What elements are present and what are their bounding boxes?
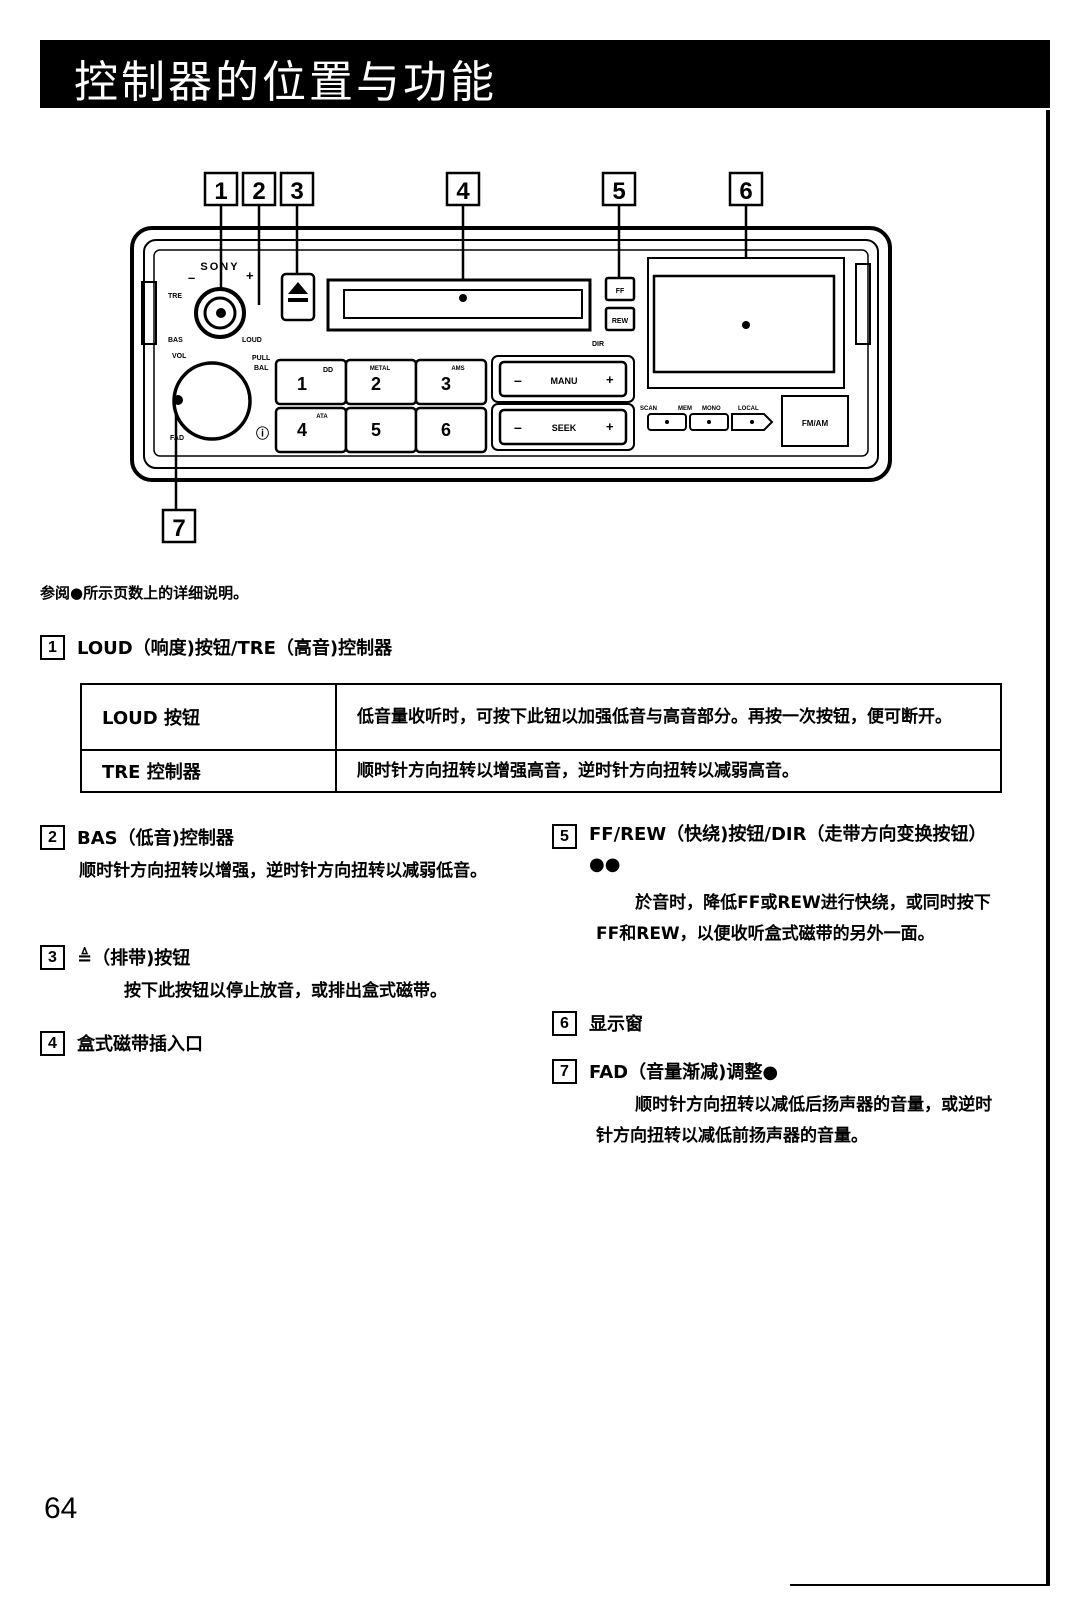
section-6-title: 显示窗 (589, 1014, 643, 1035)
section-7-number: 7 (552, 1058, 577, 1084)
preset-1-sub: DD (323, 367, 333, 374)
brand-logo: SONY (200, 261, 239, 273)
section-1-number: 1 (40, 634, 65, 660)
table-value: 低音量收听时，可按下此钮以加强低音与高音部分。再按一次按钮，便可断开。 (335, 683, 1002, 751)
preset-button-1[interactable] (274, 358, 348, 406)
page-bottom-rule (790, 1584, 1050, 1586)
fm-am-label: FM/AM (802, 419, 829, 428)
callout-6: 6 (739, 178, 752, 205)
table-key: TRE 控制器 (80, 749, 337, 793)
preset-4-label: 4 (297, 420, 307, 440)
power-icon: ⓘ (256, 426, 269, 441)
reference-note: 参阅●所示页数上的详细说明。 (40, 584, 249, 602)
callout-1: 1 (214, 178, 227, 205)
section-2-body: 顺时针方向扭转以增强，逆时针方向扭转以减弱低音。 (79, 861, 488, 881)
callout-2: 2 (252, 178, 265, 205)
rew-label: REW (612, 318, 629, 325)
ff-button[interactable] (604, 276, 636, 302)
section-5-heading: 5 FF/REW（快绕)按钮/DIR（走带方向变换按钮）●● (552, 824, 1009, 880)
section-5-number: 5 (552, 824, 577, 849)
section-6-heading: 6 显示窗 (552, 1010, 643, 1036)
tre-label: TRE (168, 293, 182, 300)
preset-4-sub: ATA (316, 414, 328, 420)
section-4-number: 4 (40, 1030, 65, 1056)
page-number: 64 (44, 1492, 78, 1525)
table-row: TRE 控制器 顺时针方向扭转以增强高音，逆时针方向扭转以减弱高音。 (80, 749, 1002, 793)
page-title: 控制器的位置与功能 (74, 57, 497, 108)
section-6-number: 6 (552, 1010, 577, 1036)
ff-label: FF (616, 288, 625, 295)
callout-4: 4 (456, 178, 470, 205)
section-3-title: ≜（排带)按钮 (77, 948, 191, 969)
car-stereo-diagram: 1 2 3 4 5 6 7 SONY – + TRE BAS LOUD (130, 171, 892, 544)
loud-tre-table: LOUD 按钮 低音量收听时，可按下此钮以加强低音与高音部分。再按一次按钮，便可… (80, 683, 1002, 793)
loud-label: LOUD (242, 337, 262, 344)
section-7-heading: 7 FAD（音量渐减)调整● (552, 1058, 778, 1084)
section-5-body: 於音时，降低FF或REW进行快绕，或同时按下FF和REW，以便收听盒式磁带的另外… (596, 893, 991, 944)
preset-1-label: 1 (297, 374, 307, 394)
section-2-heading: 2 BAS（低音)控制器 (40, 824, 234, 850)
callout-boxes: 1 2 3 4 5 6 7 (161, 171, 764, 544)
section-4-heading: 4 盒式磁带插入口 (40, 1030, 203, 1056)
preset-3-label: 3 (441, 374, 451, 394)
preset-2-sub: METAL (370, 366, 391, 372)
section-4-title: 盒式磁带插入口 (77, 1034, 203, 1055)
section-3-number: 3 (40, 944, 65, 970)
page-right-rule (1046, 110, 1050, 1586)
pull-label: PULL (252, 355, 271, 362)
bal-label: BAL (254, 365, 269, 372)
seek-label: SEEK (552, 423, 577, 433)
section-2-title: BAS（低音)控制器 (77, 828, 234, 849)
section-1-title: LOUD（响度)按钮/TRE（高音)控制器 (77, 638, 393, 659)
rew-button[interactable] (604, 306, 636, 332)
knob-plus-label: + (246, 268, 254, 283)
knob-minus-label: – (188, 270, 195, 285)
section-7-title: FAD（音量渐减)调整● (589, 1062, 779, 1083)
section-3-body: 按下此按钮以停止放音，或排出盒式磁带。 (124, 981, 447, 1001)
fad-label: FAD (170, 435, 184, 442)
bas-label: BAS (168, 337, 183, 344)
section-2-number: 2 (40, 824, 65, 850)
table-row: LOUD 按钮 低音量收听时，可按下此钮以加强低音与高音部分。再按一次按钮，便可… (80, 683, 1002, 751)
mono-label: MONO (702, 406, 721, 412)
preset-button-3[interactable] (414, 358, 488, 406)
dir-label: DIR (592, 341, 604, 348)
table-value: 顺时针方向扭转以增强高音，逆时针方向扭转以减弱高音。 (335, 749, 1002, 793)
seek-minus-label: – (514, 419, 522, 435)
fm-am-button[interactable] (781, 395, 849, 447)
preset-2-label: 2 (371, 374, 381, 394)
preset-button-6[interactable] (414, 406, 488, 454)
table-key: LOUD 按钮 (80, 683, 337, 751)
seek-rocker[interactable] (498, 408, 628, 446)
callout-5: 5 (612, 178, 625, 205)
mem-label: MEM (678, 406, 692, 412)
local-label: LOCAL (738, 406, 759, 412)
callout-3: 3 (290, 178, 303, 205)
section-1-heading: 1 LOUD（响度)按钮/TRE（高音)控制器 (40, 634, 392, 660)
preset-3-sub: AMS (451, 366, 464, 372)
manu-rocker[interactable] (498, 360, 628, 398)
eject-button[interactable] (280, 272, 316, 322)
preset-button-4[interactable] (274, 406, 348, 454)
section-5-title: FF/REW（快绕)按钮/DIR（走带方向变换按钮）●● (589, 824, 987, 875)
callout-7: 7 (172, 515, 185, 542)
volume-knob[interactable] (172, 361, 252, 441)
preset-5-label: 5 (371, 420, 381, 440)
manu-label: MANU (551, 376, 578, 386)
manu-minus-label: – (514, 372, 522, 388)
seek-plus-label: + (606, 419, 614, 434)
section-7-body: 顺时针方向扭转以减低后扬声器的音量，或逆时针方向扭转以减低前扬声器的音量。 (596, 1095, 993, 1146)
preset-6-label: 6 (441, 420, 451, 440)
title-bar: 控制器的位置与功能 (40, 40, 1050, 108)
vol-label: VOL (172, 353, 187, 360)
manu-plus-label: + (606, 372, 614, 387)
section-3-heading: 3 ≜（排带)按钮 (40, 944, 190, 970)
scan-label: SCAN (640, 406, 657, 412)
